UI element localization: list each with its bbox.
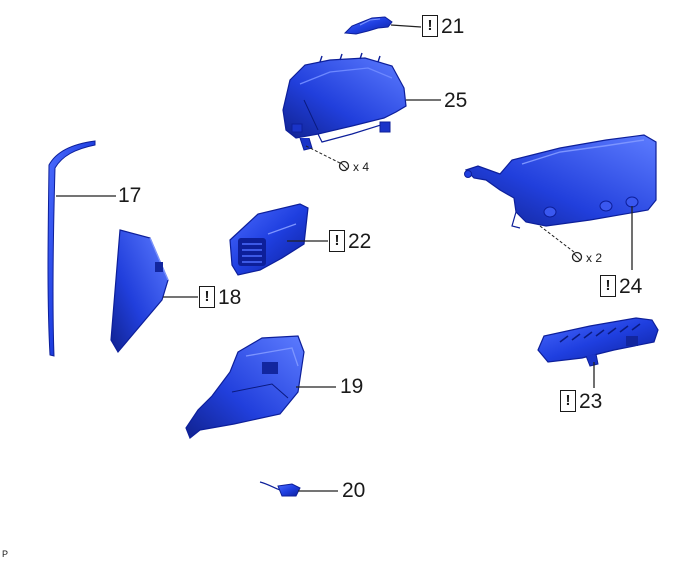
caution-box-icon: ! bbox=[199, 286, 215, 308]
footer-code: P bbox=[2, 549, 9, 559]
callout-19: 19 bbox=[340, 376, 363, 397]
screw-leader-24 bbox=[539, 225, 575, 253]
callout-18: ! 18 bbox=[199, 286, 241, 308]
callout-number-18: 18 bbox=[218, 285, 242, 309]
caution-box-icon: ! bbox=[422, 15, 438, 37]
caution-box-icon: ! bbox=[560, 390, 576, 412]
screw-icon bbox=[571, 251, 583, 263]
screw-icon bbox=[338, 160, 350, 172]
part-19-lower-panel bbox=[185, 335, 305, 439]
callout-24: ! 24 bbox=[600, 275, 642, 297]
screw-qty-24: x 2 bbox=[586, 251, 603, 265]
callout-number-23: 23 bbox=[579, 389, 603, 413]
part-17-pillar-garnish bbox=[47, 140, 96, 357]
part-21-clip bbox=[343, 16, 393, 35]
part-22-air-vent bbox=[229, 203, 309, 276]
callout-number-25: 25 bbox=[444, 89, 468, 112]
part-24-instrument-panel bbox=[464, 134, 657, 229]
callout-25: 25 bbox=[444, 90, 467, 111]
callout-23: ! 23 bbox=[560, 390, 602, 412]
callout-20: 20 bbox=[342, 480, 365, 501]
screw-qty-25: x 4 bbox=[353, 160, 370, 174]
part-23-center-vent bbox=[537, 317, 659, 367]
callout-number-21: 21 bbox=[441, 14, 465, 38]
part-25-meter-hood bbox=[282, 52, 407, 151]
callout-number-20: 20 bbox=[342, 479, 366, 502]
caution-box-icon: ! bbox=[329, 230, 345, 252]
callout-21: ! 21 bbox=[422, 15, 464, 37]
callout-number-24: 24 bbox=[619, 274, 643, 298]
screw-leader-25 bbox=[305, 145, 341, 164]
callout-number-17: 17 bbox=[118, 184, 142, 207]
callout-number-19: 19 bbox=[340, 375, 364, 398]
part-18-side-panel bbox=[110, 229, 169, 354]
callout-number-22: 22 bbox=[348, 229, 372, 253]
leader-line-21 bbox=[390, 24, 422, 28]
caution-box-icon: ! bbox=[600, 275, 616, 297]
part-20-wire-clip bbox=[259, 481, 301, 497]
callout-22: ! 22 bbox=[329, 230, 371, 252]
callout-17: 17 bbox=[118, 185, 141, 206]
